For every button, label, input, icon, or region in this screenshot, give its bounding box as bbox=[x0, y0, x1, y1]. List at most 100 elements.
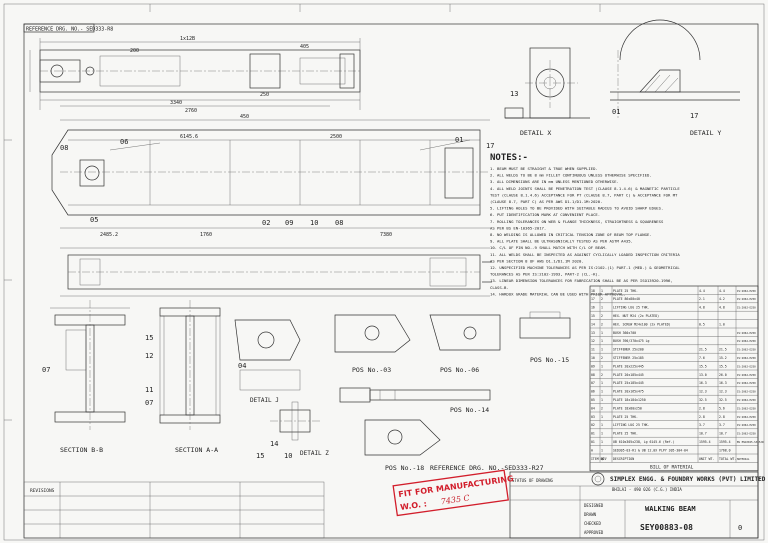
bom-cell-wt: 12.3 bbox=[699, 390, 707, 394]
designed-label: DESIGNED bbox=[584, 503, 604, 508]
bom-cell-qty: 1 bbox=[601, 306, 603, 310]
note-item: 3. ALL DIMENSIONS ARE IN mm UNLESS MENTI… bbox=[490, 179, 619, 184]
company-name: SIMPLEX ENGG. & FOUNDRY WORKS (PVT) LIMI… bbox=[610, 476, 766, 483]
section-bb bbox=[50, 300, 130, 430]
note-item: TOLERANCES AS PER IS:2102-1993, PART-2 (… bbox=[490, 272, 600, 277]
status-label: STATUS OF DRAWING bbox=[512, 478, 554, 483]
bom-cell-mat: IS:2062-E250 bbox=[737, 331, 756, 335]
outer-border bbox=[3, 3, 765, 541]
bom-cell-wt2: 1595.4 bbox=[719, 440, 731, 444]
bom-cell-wt2: TOTAL WT. bbox=[719, 457, 736, 461]
bom-cell-qty: 1 bbox=[601, 348, 603, 352]
bom-cell-wt: 10.7 bbox=[699, 432, 707, 436]
note-item: 8. NO WELDING IS ALLOWED IN CRITICAL TEN… bbox=[490, 232, 652, 237]
dim-main-6: 2485.2 bbox=[100, 232, 118, 238]
bom-cell-mat: IS:2062-E250 bbox=[737, 432, 756, 436]
bom-cell-mat: BS EN10025-S355JR bbox=[737, 440, 764, 444]
bom-cell-qty: 1 bbox=[601, 381, 603, 385]
pos14-view bbox=[339, 387, 491, 403]
note-item: TEST (CLAUSE 8.1.4.6) ACCEPTANCE FOR PT … bbox=[490, 192, 678, 197]
bom-cell-wt: 21.5 bbox=[699, 348, 707, 352]
bom-cell-wt: 3.7 bbox=[699, 423, 705, 427]
bom-cell-desc: SED305-03-R1 & UB 12.0X PLPY 305-304-04 bbox=[613, 448, 688, 452]
bom-cell-qty: 2 bbox=[601, 297, 603, 301]
bom-cell-desc: LIFTING LUG 25 THK. bbox=[613, 306, 650, 310]
drawing-number: SEY00883-08 bbox=[640, 523, 693, 532]
bom-cell-desc: LIFTING LUG 25 THK. bbox=[613, 423, 650, 427]
bom-cell-mat: IS:2062-E250 bbox=[737, 289, 756, 293]
part-mark: 01 bbox=[612, 108, 620, 116]
bom-cell-qty: 2 bbox=[601, 406, 603, 410]
bom-cell-wt: 15.5 bbox=[699, 364, 707, 368]
main-elevation bbox=[51, 119, 490, 229]
reference-footer: REFERENCE DRG. NO.-SED333-R27 bbox=[430, 464, 544, 472]
bom-cell-mat: IS:2062-E250 bbox=[737, 398, 756, 402]
bom-cell-desc: PLATE 20x185x445 bbox=[613, 373, 644, 377]
bom-cell-pos: 15 bbox=[591, 314, 595, 318]
note-item: 9. ALL PLATE SHALL BE ULTRASONICALLY TES… bbox=[490, 239, 633, 244]
bom-cell-mat: IS:2062-E250 bbox=[737, 348, 756, 352]
bom-cell-qty: 1 bbox=[601, 448, 603, 452]
part-mark: 07 bbox=[145, 399, 153, 407]
part-mark: 15 bbox=[145, 334, 153, 342]
bom-cell-wt2: 5.6 bbox=[719, 406, 725, 410]
bom-cell-pos: 05 bbox=[591, 398, 595, 402]
bom-cell-wt2: 4.2 bbox=[719, 297, 725, 301]
detail-z-label: DETAIL Z bbox=[300, 450, 329, 457]
section-aa-label: SECTION A-A bbox=[175, 446, 218, 454]
company-sub: BHILAI - 490 026 (C.G.) INDIA bbox=[612, 487, 682, 492]
note-item: 6. PUT IDENTIFICATION MARK AT CONVENIENT… bbox=[490, 212, 600, 217]
bom-cell-qty: 1 bbox=[601, 339, 603, 343]
bom-cell-wt2: 1.0 bbox=[719, 322, 725, 326]
part-mark: 07 bbox=[42, 366, 50, 374]
bom-cell-pos: 02 bbox=[591, 423, 595, 427]
revisions-heading: REVISIONS bbox=[30, 488, 55, 494]
part-mark: 12 bbox=[145, 352, 153, 360]
bom-cell-qty: 2 bbox=[601, 314, 603, 318]
bom-cell-wt: 0.5 bbox=[699, 322, 705, 326]
bom-cell-qty: 1 bbox=[601, 423, 603, 427]
bom-cell-wt: UNIT WT. bbox=[699, 457, 714, 461]
pos03-label: POS No.-03 bbox=[352, 366, 391, 374]
checked-label: CHECKED bbox=[584, 521, 601, 526]
bom-cell-wt2: 15.5 bbox=[719, 364, 727, 368]
bom-cell-pos: 14 bbox=[591, 322, 595, 326]
bom-cell-pos: 11 bbox=[591, 348, 595, 352]
bom-cell-pos: 10 bbox=[591, 356, 595, 360]
note-item: 10. C/L OF PIN NO.-9 SHALL MATCH WITH C/… bbox=[490, 245, 607, 250]
bom-cell-desc: PLATE 20x165x475 bbox=[613, 390, 644, 394]
note-item: CLASS-B. bbox=[490, 285, 509, 290]
note-item: 12. UNSPECIFIED MACHINE TOLERANCES AS PE… bbox=[490, 265, 680, 270]
bom-cell-desc: STIFFENER 25x185 bbox=[613, 356, 644, 360]
bom-cell-mat: IS:2062-E250 bbox=[737, 415, 756, 419]
part-mark: 08 bbox=[335, 219, 343, 227]
bom-cell-wt2: 32.5 bbox=[719, 398, 727, 402]
dim-main-5: 7380 bbox=[380, 232, 392, 238]
pos14-label: POS No.-14 bbox=[450, 406, 489, 414]
bom-cell-mat: IS:2062-E250 bbox=[737, 423, 756, 427]
note-item: 2. ALL WELDS TO BE 8 mm FILLET CONTINUOU… bbox=[490, 173, 652, 178]
part-mark: 09 bbox=[285, 219, 293, 227]
bom-cell-desc: BUSH 390/370x475 Lg bbox=[613, 339, 650, 343]
note-item: 5. LIFTING HOLES TO BE PROVIDED WITH SUI… bbox=[490, 206, 663, 211]
bom-cell-desc: PLATE 18x184x1250 bbox=[613, 398, 646, 402]
bom-cell-mat: IS:2062-E250 bbox=[737, 390, 756, 394]
part-mark: 06 bbox=[120, 138, 128, 146]
bom-cell-pos: 12 bbox=[591, 339, 595, 343]
bom-cell-wt2: 10.7 bbox=[719, 432, 727, 436]
bom-cell-qty: 1 bbox=[601, 398, 603, 402]
bom-cell-qty: 1 bbox=[601, 440, 603, 444]
bom-cell-wt: 1595.4 bbox=[699, 440, 711, 444]
bom-cell-desc: PLATE 86x80x40 bbox=[613, 297, 640, 301]
bom-cell-pos: 06 bbox=[591, 390, 595, 394]
bom-cell-wt2: 3.7 bbox=[719, 423, 725, 427]
bom-cell-wt: 7.6 bbox=[699, 356, 705, 360]
bom-cell-wt: 13.0 bbox=[699, 373, 707, 377]
bom-cell-qty: QTY bbox=[601, 457, 607, 461]
bom-cell-wt2: 1768.0 bbox=[719, 448, 731, 452]
bom-cell-qty: 1 bbox=[601, 390, 603, 394]
revision-number: 0 bbox=[738, 524, 742, 532]
pos06-view bbox=[429, 314, 501, 351]
dim-top-1: 1x12B bbox=[180, 36, 195, 42]
part-mark: 02 bbox=[262, 219, 270, 227]
